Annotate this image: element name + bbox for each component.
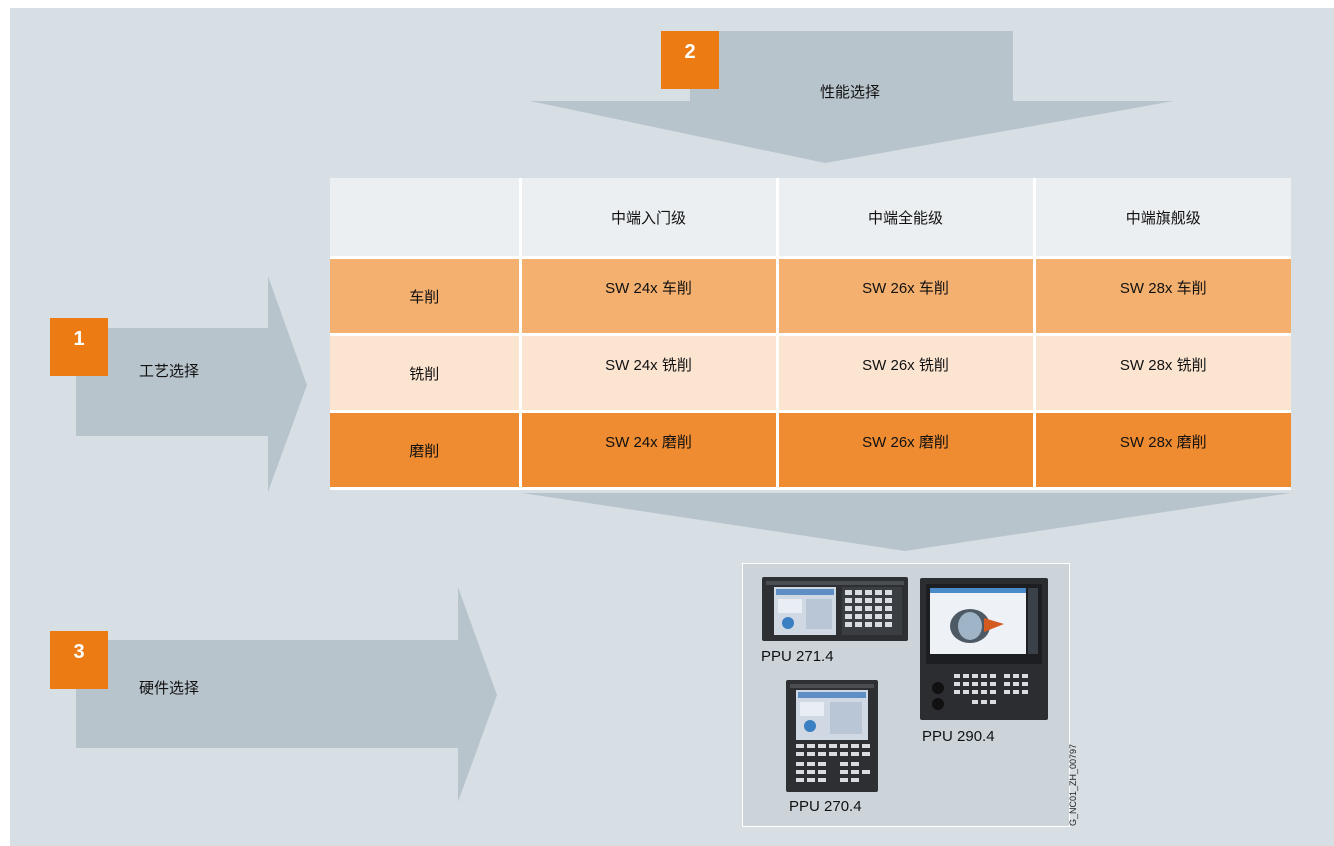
row-header: 磨削 [330,411,520,490]
matrix-cell: SW 24x 车削 [518,257,777,336]
image-code-label: G_NC01_ZH_00797 [1068,743,1078,826]
matrix-cell: SW 28x 磨削 [1032,411,1291,490]
step-3-badge: 3 [50,631,108,689]
step-2-label: 性能选择 [820,84,881,101]
ppu-271-label: PPU 271.4 [761,648,834,665]
ppu-290-label: PPU 290.4 [922,728,995,745]
matrix-header-row: 中端入门级 中端全能级 中端旗舰级 [330,178,1291,259]
matrix-cell: SW 26x 磨削 [775,411,1034,490]
table-funnel-arrow [522,493,1291,551]
matrix-cell: SW 28x 车削 [1032,257,1291,336]
matrix-cell: SW 24x 磨削 [518,411,777,490]
matrix-cell: SW 28x 铣削 [1032,334,1291,413]
column-header: 中端全能级 [775,178,1034,259]
software-matrix: 中端入门级 中端全能级 中端旗舰级 车削 SW 24x 车削 SW 26x 车削… [330,178,1291,490]
step-1-label: 工艺选择 [139,363,200,380]
row-header: 车削 [330,257,520,336]
matrix-corner-cell [330,178,520,259]
column-header: 中端旗舰级 [1032,178,1291,259]
column-header: 中端入门级 [518,178,777,259]
matrix-cell: SW 24x 铣削 [518,334,777,413]
hardware-arrow [76,587,497,802]
step-1-badge: 1 [50,318,108,376]
row-header: 铣削 [330,334,520,413]
step-2-badge: 2 [661,31,719,89]
ppu-270-panel-image [786,680,878,792]
ppu-290-panel-image [920,578,1048,720]
ppu-270-label: PPU 270.4 [789,798,862,815]
ppu-271-panel-image [762,577,908,641]
matrix-cell: SW 26x 铣削 [775,334,1034,413]
matrix-row-grinding: 磨削 SW 24x 磨削 SW 26x 磨削 SW 28x 磨削 [330,411,1291,490]
matrix-cell: SW 26x 车削 [775,257,1034,336]
matrix-row-turning: 车削 SW 24x 车削 SW 26x 车削 SW 28x 车削 [330,257,1291,336]
process-arrow [76,276,307,492]
matrix-row-milling: 铣削 SW 24x 铣削 SW 26x 铣削 SW 28x 铣削 [330,334,1291,413]
step-3-label: 硬件选择 [139,680,200,697]
